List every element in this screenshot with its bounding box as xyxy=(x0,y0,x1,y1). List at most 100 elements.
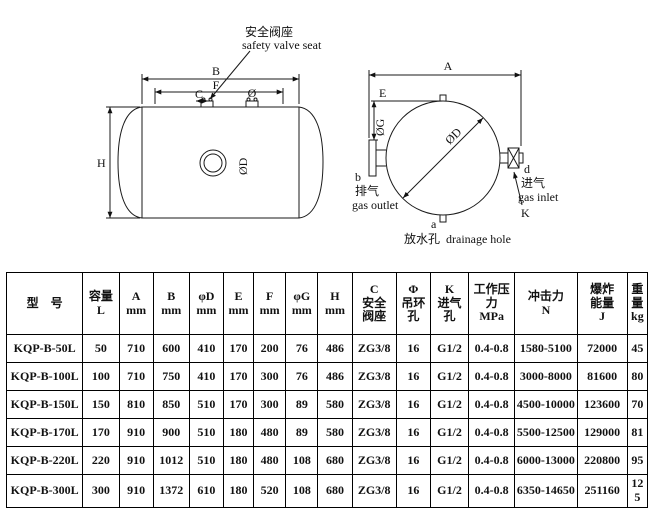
dim-label-OG: ØG xyxy=(373,118,387,136)
spec-cell: 610 xyxy=(188,474,224,508)
spec-cell: 710 xyxy=(118,334,154,363)
dim-label-E: E xyxy=(379,86,386,100)
spec-cell: 0.4-0.8 xyxy=(468,418,516,447)
technical-drawings: 安全阀座 safety valve seat B F C Ø H ØD xyxy=(97,24,559,246)
spec-cell: 180 xyxy=(222,474,255,508)
spec-cell: G1/2 xyxy=(429,474,470,508)
k-label: K xyxy=(521,206,530,220)
gas-inlet-letter: d xyxy=(524,162,530,176)
spec-cell: 750 xyxy=(152,362,190,391)
spec-cell: 480 xyxy=(253,418,287,447)
spec-cell: 580 xyxy=(317,418,353,447)
spec-cell: ZG3/8 xyxy=(351,446,397,475)
spec-cell: ZG3/8 xyxy=(351,390,397,419)
spec-cell: 16 xyxy=(395,390,431,419)
spec-cell: 45 xyxy=(626,334,649,363)
spec-cell: 0.4-0.8 xyxy=(468,446,516,475)
spec-cell: 180 xyxy=(222,418,255,447)
gas-inlet-label-en: gas inlet xyxy=(518,190,559,204)
side-view-drawing xyxy=(106,50,324,219)
spec-cell: 89 xyxy=(285,390,319,419)
spec-cell: 220 xyxy=(82,446,120,475)
spec-cell: 80 xyxy=(626,362,649,391)
spec-cell: 220800 xyxy=(576,446,628,475)
spec-cell: 108 xyxy=(285,474,319,508)
drain-label-cn: 放水孔 xyxy=(404,231,440,246)
column-header: 型 号 xyxy=(5,272,84,335)
spec-cell: 70 xyxy=(626,390,649,419)
spec-cell: 680 xyxy=(317,446,353,475)
spec-cell: ZG3/8 xyxy=(351,362,397,391)
spec-cell: 16 xyxy=(395,446,431,475)
spec-cell: 95 xyxy=(626,446,649,475)
spec-cell: ZG3/8 xyxy=(351,334,397,363)
spec-cell: 170 xyxy=(222,334,255,363)
spec-cell: 710 xyxy=(118,362,154,391)
spec-cell: 580 xyxy=(317,390,353,419)
spec-cell: 850 xyxy=(152,390,190,419)
gas-inlet-label-cn: 进气 xyxy=(521,175,545,190)
spec-cell: 150 xyxy=(82,390,120,419)
spec-cell: 910 xyxy=(118,418,154,447)
tank-outline xyxy=(117,106,324,219)
spec-cell: 910 xyxy=(118,446,154,475)
spec-cell: 486 xyxy=(317,334,353,363)
spec-cell: KQP-B-100L xyxy=(5,362,84,391)
side-view-labels: 安全阀座 safety valve seat B F C Ø H ØD xyxy=(97,24,322,175)
spec-cell: 0.4-0.8 xyxy=(468,362,516,391)
drain-label-en: drainage hole xyxy=(446,232,511,246)
dim-label-OD-end: ØD xyxy=(442,125,464,147)
a-label: a xyxy=(431,217,437,231)
spec-cell: 810 xyxy=(118,390,154,419)
spec-cell: 129000 xyxy=(576,418,628,447)
spec-cell: 81 xyxy=(626,418,649,447)
spec-cell: 170 xyxy=(222,390,255,419)
k-leader xyxy=(513,171,523,206)
diameter-line xyxy=(402,117,484,199)
gas-outlet-label-en: gas outlet xyxy=(352,198,399,212)
spec-cell: ZG3/8 xyxy=(351,474,397,508)
spec-cell: 510 xyxy=(188,418,224,447)
spec-cell: 900 xyxy=(152,418,190,447)
spec-cell: KQP-B-50L xyxy=(5,334,84,363)
spec-cell: 300 xyxy=(253,390,287,419)
spec-cell: 1372 xyxy=(152,474,190,508)
top-stub xyxy=(439,94,447,101)
gas-outlet-label-cn: 排气 xyxy=(355,183,379,198)
spec-cell: 170 xyxy=(82,418,120,447)
dim-label-C: C xyxy=(195,87,203,101)
top-fitting xyxy=(245,97,259,108)
spec-cell: 200 xyxy=(253,334,287,363)
spec-cell: 510 xyxy=(188,446,224,475)
gas-outlet-letter: b xyxy=(355,170,361,184)
dim-A xyxy=(368,70,522,146)
spec-cell: 170 xyxy=(222,362,255,391)
spec-cell: 510 xyxy=(188,390,224,419)
end-view-labels: A E ØG ØD b 排气 gas outlet d 进气 gas inlet… xyxy=(352,59,559,246)
spec-cell: 76 xyxy=(285,362,319,391)
spec-cell: 16 xyxy=(395,474,431,508)
spec-cell: G1/2 xyxy=(429,362,470,391)
safety-valve-label-en: safety valve seat xyxy=(242,38,322,52)
gas-outlet-flange xyxy=(368,139,386,177)
spec-cell: KQP-B-170L xyxy=(5,418,84,447)
spec-cell: 16 xyxy=(395,418,431,447)
spec-cell: 81600 xyxy=(576,362,628,391)
spec-cell: 100 xyxy=(82,362,120,391)
spec-cell: 251160 xyxy=(576,474,628,508)
spec-cell: ZG3/8 xyxy=(351,418,397,447)
spec-cell: 1580-5100 xyxy=(514,334,578,363)
spec-cell: 89 xyxy=(285,418,319,447)
spec-cell: 6000-13000 xyxy=(514,446,578,475)
